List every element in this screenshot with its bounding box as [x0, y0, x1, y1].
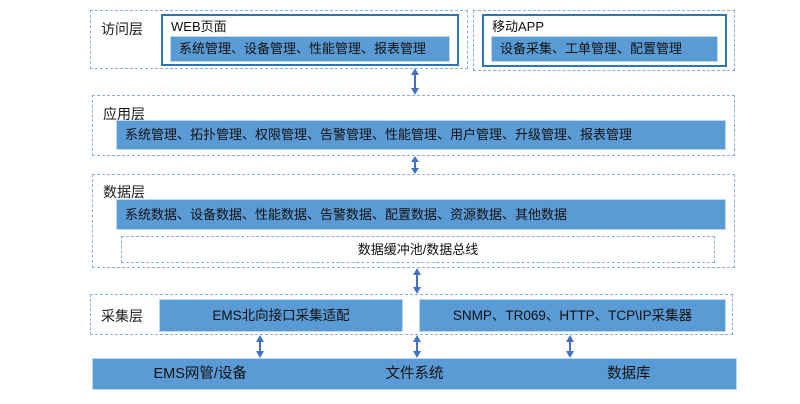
up-down-arrow-database — [566, 335, 574, 358]
up-down-arrow-data-collection — [413, 268, 421, 294]
web-page-title: WEB页面 — [171, 19, 227, 34]
ems-northbound-adapter-box: EMS北向接口采集适配 — [159, 299, 403, 332]
access-layer-label: 访问层 — [101, 21, 143, 37]
mobile-app-box: 移动APP 设备采集、工单管理、配置管理 — [482, 14, 727, 67]
resource-bar: EMS网管/设备 文件系统 数据库 — [92, 358, 737, 390]
protocol-collectors-box: SNMP、TR069、HTTP、TCP\IP采集器 — [419, 299, 726, 332]
mobile-app-group: 移动APP 设备采集、工单管理、配置管理 — [473, 10, 735, 71]
application-modules-bar: 系统管理、拓扑管理、权限管理、告警管理、性能管理、用户管理、升级管理、报表管理 — [116, 120, 726, 150]
data-layer-group: 数据层 系统数据、设备数据、性能数据、告警数据、配置数据、资源数据、其他数据 数… — [92, 174, 735, 268]
data-layer-label: 数据层 — [103, 184, 145, 200]
access-layer-group: 访问层 WEB页面 系统管理、设备管理、性能管理、报表管理 — [90, 10, 468, 69]
resource-file-system: 文件系统 — [385, 366, 444, 382]
web-page-box: WEB页面 系统管理、设备管理、性能管理、报表管理 — [161, 14, 459, 66]
mobile-app-title: 移动APP — [492, 19, 545, 34]
data-modules-bar: 系统数据、设备数据、性能数据、告警数据、配置数据、资源数据、其他数据 — [116, 199, 726, 230]
up-down-arrow-application-data — [411, 156, 419, 174]
up-down-arrow-file-system — [413, 335, 421, 358]
web-page-modules-bar: 系统管理、设备管理、性能管理、报表管理 — [170, 36, 450, 62]
resource-database: 数据库 — [607, 366, 651, 382]
resource-ems-device: EMS网管/设备 — [153, 366, 247, 382]
application-layer-label: 应用层 — [103, 106, 145, 122]
up-down-arrow-ems-device — [256, 335, 264, 358]
up-down-arrow-access-application — [411, 68, 419, 95]
collection-layer-group: 采集层 EMS北向接口采集适配 SNMP、TR069、HTTP、TCP\IP采集… — [90, 294, 733, 335]
application-layer-group: 应用层 系统管理、拓扑管理、权限管理、告警管理、性能管理、用户管理、升级管理、报… — [92, 95, 735, 156]
collection-layer-label: 采集层 — [101, 308, 143, 324]
data-buffer-bus-box: 数据缓冲池/数据总线 — [121, 236, 715, 263]
mobile-app-modules-bar: 设备采集、工单管理、配置管理 — [491, 36, 718, 62]
